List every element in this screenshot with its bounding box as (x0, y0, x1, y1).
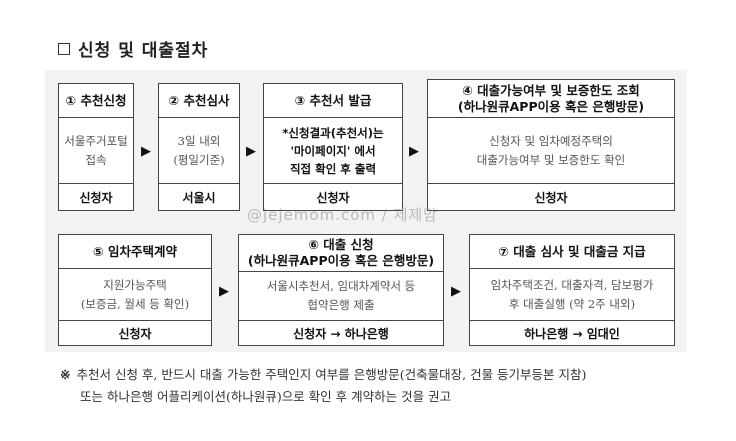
step-4-box: ④ 대출가능여부 및 보증한도 조회 (하나원큐APP이용 혹은 은행방문) 신… (427, 79, 675, 211)
step-6-body-line: 서울시추천서, 임대차계약서 등 (266, 279, 416, 293)
step-6-title-text: ⑥ 대출 신청 (308, 237, 374, 252)
step-2-title-text: ② 추천심사 (168, 92, 230, 108)
footnote-line-2: 또는 하나은행 어플리케이션(하나원큐)으로 확인 후 계약하는 것을 권고 (60, 386, 690, 408)
step-5-box: ⑤ 임차주택계약 지원가능주택 (보증금, 월세 등 확인) 신청자 (58, 234, 212, 346)
step-4-body-line: 대출가능여부 및 보증한도 확인 (476, 152, 626, 167)
step-4-title: ④ 대출가능여부 및 보증한도 조회 (하나원큐APP이용 혹은 은행방문) (428, 80, 674, 118)
step-2-body: 3일 내외 (평일기준) (159, 118, 239, 183)
step-3-title: ③ 추천서 발급 (264, 84, 402, 118)
step-6-title-subtext: (하나원큐APP이용 혹은 은행방문) (247, 253, 435, 268)
step-4-title-subtext: (하나원큐APP이용 혹은 은행방문) (457, 98, 645, 114)
step-1-box: ① 추천신청 서울주거포털 접속 신청자 (58, 83, 134, 211)
step-3-body-line: *신청결과(추천서)는 (282, 125, 384, 140)
step-7-box: ⑦ 대출 심사 및 대출금 지급 임차주택조건, 대출자격, 담보평가 후 대출… (469, 234, 675, 346)
arrow-right-icon: ▶ (409, 144, 419, 159)
step-5-body: 지원가능주택 (보증금, 월세 등 확인) (59, 269, 211, 320)
step-3-body: *신청결과(추천서)는 '마이페이지' 에서 직접 확인 후 출력 (264, 118, 402, 183)
step-6-actor: 신청자 → 하나은행 (239, 320, 443, 345)
step-4-actor: 신청자 (428, 183, 674, 210)
step-6-title: ⑥ 대출 신청 (하나원큐APP이용 혹은 은행방문) (239, 235, 443, 272)
step-3-box: ③ 추천서 발급 *신청결과(추천서)는 '마이페이지' 에서 직접 확인 후 … (263, 83, 403, 211)
arrow-right-icon: ▶ (219, 284, 229, 299)
footnote-line-1: ※ 추천서 신청 후, 반드시 대출 가능한 주택인지 여부를 은행방문(건축물대… (60, 364, 690, 386)
arrow-right-icon: ▶ (141, 144, 151, 159)
step-5-body-line: 지원가능주택 (103, 277, 167, 292)
step-5-body-line: (보증금, 월세 등 확인) (80, 296, 190, 311)
step-6-box: ⑥ 대출 신청 (하나원큐APP이용 혹은 은행방문) 서울시추천서, 임대차계… (238, 234, 444, 346)
step-6-body: 서울시추천서, 임대차계약서 등 협약은행 제출 (239, 272, 443, 320)
step-4-title-text: ④ 대출가능여부 및 보증한도 조회 (462, 82, 640, 98)
step-4-body-line: 신청자 및 임차예정주택의 (489, 133, 613, 148)
step-1-title: ① 추천신청 (59, 84, 133, 118)
step-1-body-line: 서울주거포털 (64, 133, 128, 148)
reference-mark-icon: ※ (60, 367, 71, 382)
step-4-body: 신청자 및 임차예정주택의 대출가능여부 및 보증한도 확인 (428, 118, 674, 183)
step-3-title-text: ③ 추천서 발급 (294, 92, 372, 108)
step-7-title: ⑦ 대출 심사 및 대출금 지급 (470, 235, 674, 269)
step-1-body: 서울주거포털 접속 (59, 118, 133, 183)
arrow-right-icon: ▶ (246, 144, 256, 159)
arrow-right-icon: ▶ (451, 284, 461, 299)
step-2-body-line: 3일 내외 (177, 133, 221, 148)
step-1-body-line: 접속 (85, 152, 107, 167)
step-3-body-line: '마이페이지' 에서 (290, 143, 376, 158)
section-heading: 신청 및 대출절차 (58, 36, 208, 61)
step-3-body-line: 직접 확인 후 출력 (289, 161, 377, 176)
step-5-title-text: ⑤ 임차주택계약 (93, 243, 177, 259)
step-5-title: ⑤ 임차주택계약 (59, 235, 211, 269)
step-3-actor: 신청자 (264, 183, 402, 210)
step-1-actor: 신청자 (59, 183, 133, 210)
step-6-body-line: 협약은행 제출 (307, 298, 375, 312)
footnote: ※ 추천서 신청 후, 반드시 대출 가능한 주택인지 여부를 은행방문(건축물대… (60, 364, 690, 408)
checkbox-square-icon (58, 42, 70, 55)
step-7-body-line: 후 대출실행 (약 2주 내외) (508, 296, 636, 311)
step-2-body-line: (평일기준) (173, 152, 225, 167)
step-7-body: 임차주택조건, 대출자격, 담보평가 후 대출실행 (약 2주 내외) (470, 269, 674, 320)
step-5-actor: 신청자 (59, 320, 211, 345)
step-7-title-text: ⑦ 대출 심사 및 대출금 지급 (498, 243, 646, 259)
step-2-title: ② 추천심사 (159, 84, 239, 118)
step-7-body-line: 임차주택조건, 대출자격, 담보평가 (490, 277, 654, 292)
section-heading-text: 신청 및 대출절차 (78, 41, 209, 61)
step-1-title-text: ① 추천신청 (65, 92, 127, 108)
footnote-text-1: 추천서 신청 후, 반드시 대출 가능한 주택인지 여부를 은행방문(건축물대장… (76, 367, 587, 382)
step-2-actor: 서울시 (159, 183, 239, 210)
watermark-text: @jejemom.com / 제제맘 (247, 206, 438, 224)
step-2-box: ② 추천심사 3일 내외 (평일기준) 서울시 (158, 83, 240, 211)
step-7-actor: 하나은행 → 임대인 (470, 320, 674, 345)
footnote-text-2: 또는 하나은행 어플리케이션(하나원큐)으로 확인 후 계약하는 것을 권고 (80, 389, 452, 404)
